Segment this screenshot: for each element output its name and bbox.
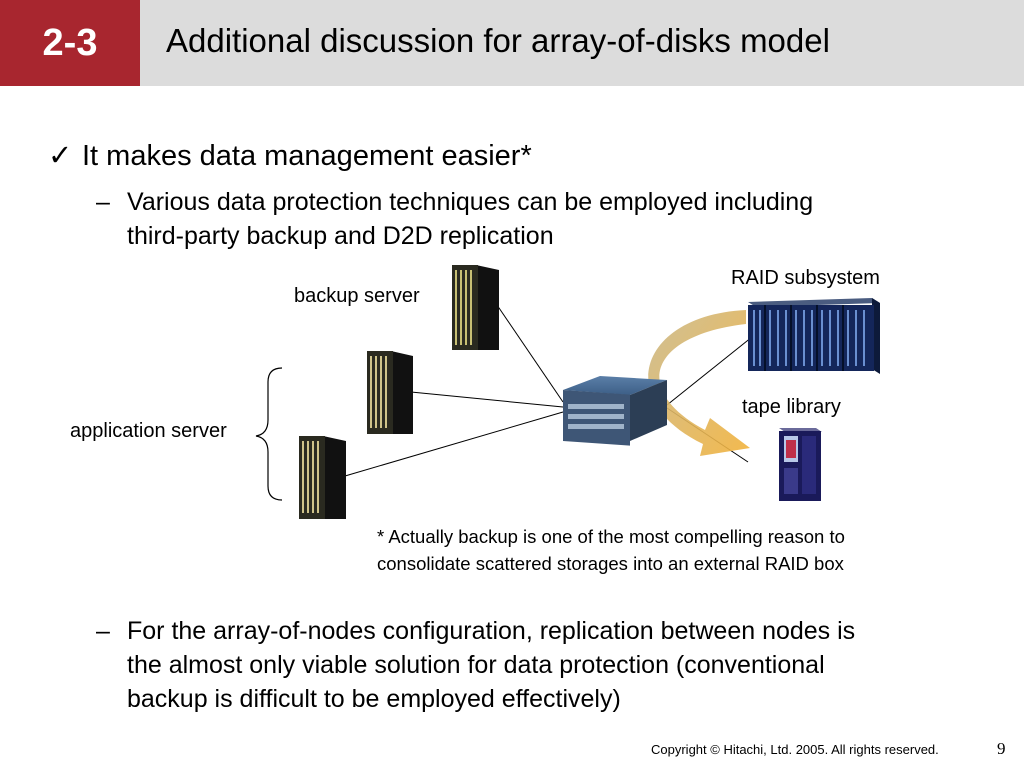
backup-server-icon [452, 265, 499, 350]
sub-bullet-2-text: For the array-of-nodes configuration, re… [127, 614, 855, 716]
backup-arrow [648, 310, 750, 456]
tape-library-label: tape library [742, 396, 841, 418]
header-bar: 2-3 Additional discussion for array-of-d… [0, 0, 1024, 86]
sub-bullet-1-text: Various data protection techniques can b… [127, 185, 813, 253]
slide-title: Additional discussion for array-of-disks… [166, 22, 830, 59]
footnote: * Actually backup is one of the most com… [377, 523, 845, 577]
application-server-label: application server [70, 420, 227, 442]
line-app1-to-switch [410, 391, 564, 408]
application-server-icon [367, 351, 413, 434]
main-bullet: ✓ It makes data management easier* [48, 138, 532, 173]
footnote-line: consolidate scattered storages into an e… [377, 553, 844, 574]
copyright-notice: Copyright © Hitachi, Ltd. 2005. All righ… [651, 742, 939, 757]
application-server-icon [299, 436, 346, 519]
dash-marker: – [96, 617, 110, 645]
backup-server-label: backup server [294, 285, 420, 307]
sub-bullet-1-line: third-party backup and D2D replication [127, 222, 554, 250]
page-number: 9 [997, 739, 1006, 758]
raid-subsystem-label: RAID subsystem [731, 267, 880, 289]
main-bullet-text: It makes data management easier* [82, 140, 532, 172]
sub-bullet-1-line: Various data protection techniques can b… [127, 188, 814, 216]
application-server-brace [255, 367, 283, 501]
sub-bullet-2-line: For the array-of-nodes configuration, re… [127, 617, 856, 645]
line-app2-to-switch [344, 411, 564, 477]
footnote-line: * Actually backup is one of the most com… [377, 526, 845, 547]
tape-library-icon [779, 428, 822, 501]
line-backup-to-switch [496, 304, 564, 403]
switch-icon [563, 376, 667, 446]
sub-bullet-2-line: the almost only viable solution for data… [127, 651, 825, 679]
section-number: 2-3 [0, 0, 140, 86]
line-switch-to-raid [666, 336, 753, 406]
sub-bullet-2-line: backup is difficult to be employed effec… [127, 685, 621, 713]
check-icon: ✓ [48, 140, 73, 172]
dash-marker: – [96, 188, 110, 216]
raid-subsystem-icon [748, 298, 880, 374]
